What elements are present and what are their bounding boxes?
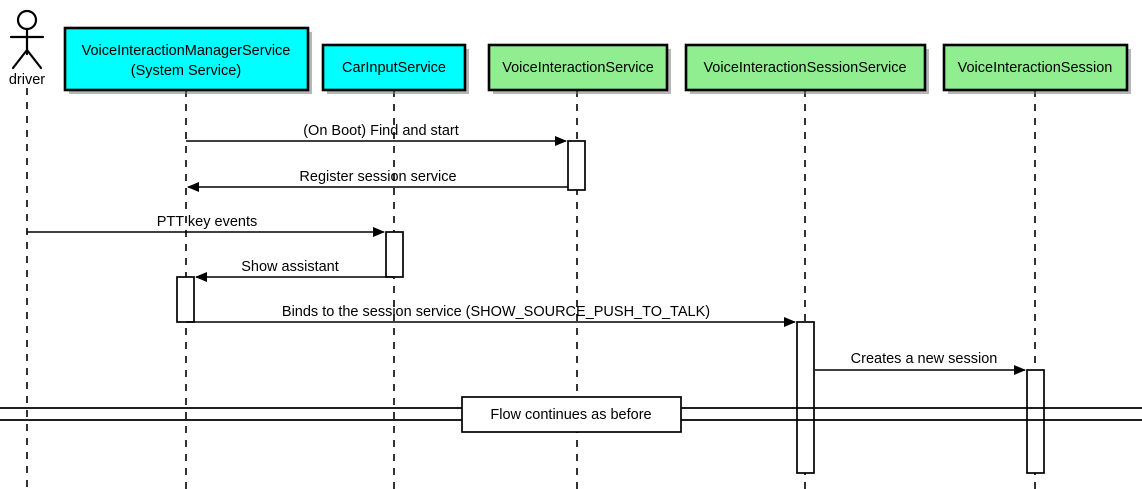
actor-head-icon (16, 9, 38, 31)
participant-viss-label-line1: VoiceInteractionSessionService (703, 60, 906, 76)
participant-vsession-box[interactable] (942, 43, 1129, 92)
participant-vis-box[interactable] (487, 43, 669, 92)
participant-viss[interactable]: VoiceInteractionSessionService (684, 43, 929, 94)
message-register-session-service[interactable]: Register session service (187, 169, 568, 192)
participant-vsession[interactable]: VoiceInteractionSession (942, 43, 1131, 94)
participant-carinput[interactable]: CarInputService (321, 43, 469, 94)
participant-vis-label-line1: VoiceInteractionService (502, 60, 654, 76)
participant-viss-box[interactable] (684, 43, 927, 92)
message-on-boot-find-and-start[interactable]: (On Boot) Find and start (186, 123, 567, 146)
participant-carinput-label-line1: CarInputService (342, 60, 446, 76)
activation-bar-vsession (1026, 369, 1045, 474)
message-creates-a-new-session-label: Creates a new session (851, 351, 998, 367)
participant-vims-label-line2: (System Service) (131, 63, 241, 79)
message-show-assistant[interactable]: Show assistant (195, 259, 394, 282)
actor-driver-label: driver (9, 72, 45, 88)
message-ptt-key-events[interactable]: PTT key events (27, 214, 385, 237)
message-ptt-key-events-label: PTT key events (157, 214, 257, 230)
activation-bar-viss (796, 321, 815, 474)
activation-bar-vis (567, 140, 586, 191)
actor-driver[interactable]: driver (9, 9, 45, 88)
participant-vis[interactable]: VoiceInteractionService (487, 43, 671, 94)
participant-vsession-label-line1: VoiceInteractionSession (958, 60, 1113, 76)
message-on-boot-find-and-start-label: (On Boot) Find and start (303, 123, 459, 139)
actor-leg-right-icon (25, 48, 43, 70)
divider-note-label: Flow continues as before (490, 407, 651, 423)
divider-flow-continues: Flow continues as before (0, 396, 1142, 433)
message-register-session-service-label: Register session service (299, 169, 456, 185)
participant-carinput-box[interactable] (321, 43, 467, 92)
participant-vims-label-line1: VoiceInteractionManagerService (82, 43, 291, 59)
actor-leg-left-icon (11, 48, 29, 70)
participant-vims[interactable]: VoiceInteractionManagerService (System S… (63, 26, 312, 94)
message-binds-to-session-service[interactable]: Binds to the session service (SHOW_SOURC… (186, 304, 796, 327)
divider-note-box (461, 396, 682, 433)
message-show-assistant-label: Show assistant (241, 259, 339, 275)
message-creates-a-new-session[interactable]: Creates a new session (815, 351, 1026, 375)
message-binds-to-session-service-label: Binds to the session service (SHOW_SOURC… (282, 304, 710, 320)
participant-vims-box[interactable] (63, 26, 310, 92)
activation-bar-vims (176, 276, 195, 323)
activation-bar-carinput (385, 231, 404, 278)
